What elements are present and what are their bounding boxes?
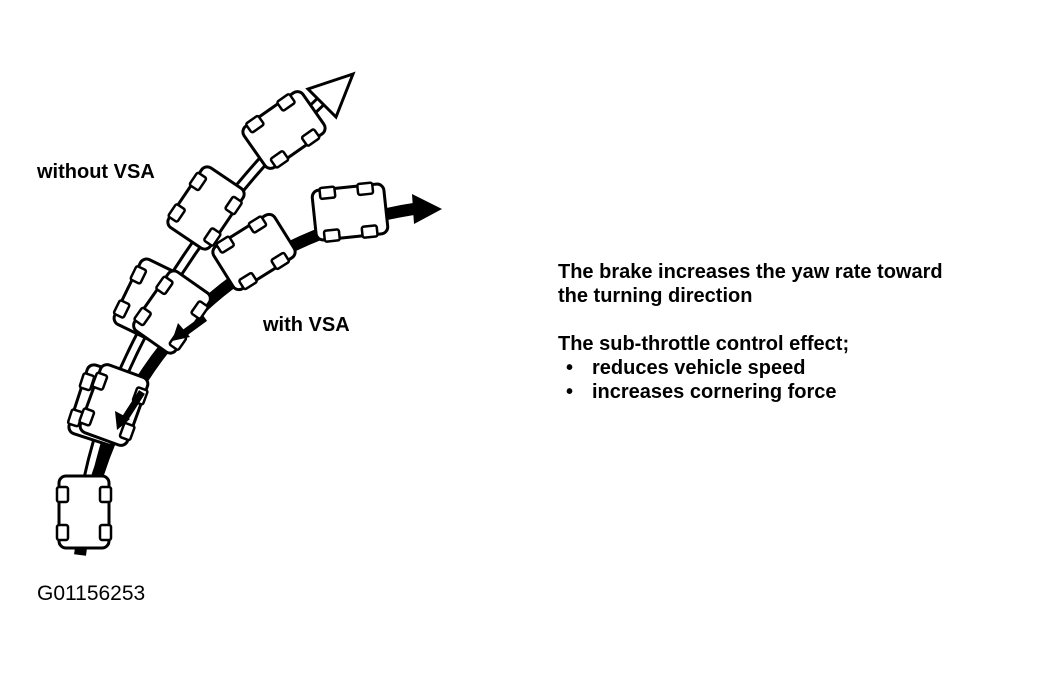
brake-arrow-upper (172, 315, 208, 341)
without-vsa-label: without VSA (37, 161, 155, 183)
bullet-dot-icon: • (566, 381, 574, 403)
bullet-item: • increases cornering force (558, 380, 1028, 404)
bullet-text: reduces vehicle speed (592, 357, 806, 379)
car-start (55, 474, 113, 550)
brake-text-line-2: the turning direction (558, 285, 753, 307)
with-vsa-label: with VSA (263, 314, 350, 336)
bullet-dot-icon: • (566, 357, 574, 379)
brake-text-line-1: The brake increases the yaw rate toward (558, 261, 943, 283)
bullet-item: • reduces vehicle speed (558, 356, 1028, 380)
figure-code: G01156253 (37, 582, 146, 605)
bullet-text: increases cornering force (592, 381, 837, 403)
car-with-vsa-4 (309, 179, 391, 245)
brake-arrow-lower (115, 390, 145, 430)
with-vsa-arrowhead (412, 194, 442, 224)
control-intro: The sub-throttle control effect; (558, 333, 850, 355)
without-vsa-arrowhead (305, 71, 356, 120)
description-block: The brake increases the yaw rate toward … (558, 260, 1028, 404)
